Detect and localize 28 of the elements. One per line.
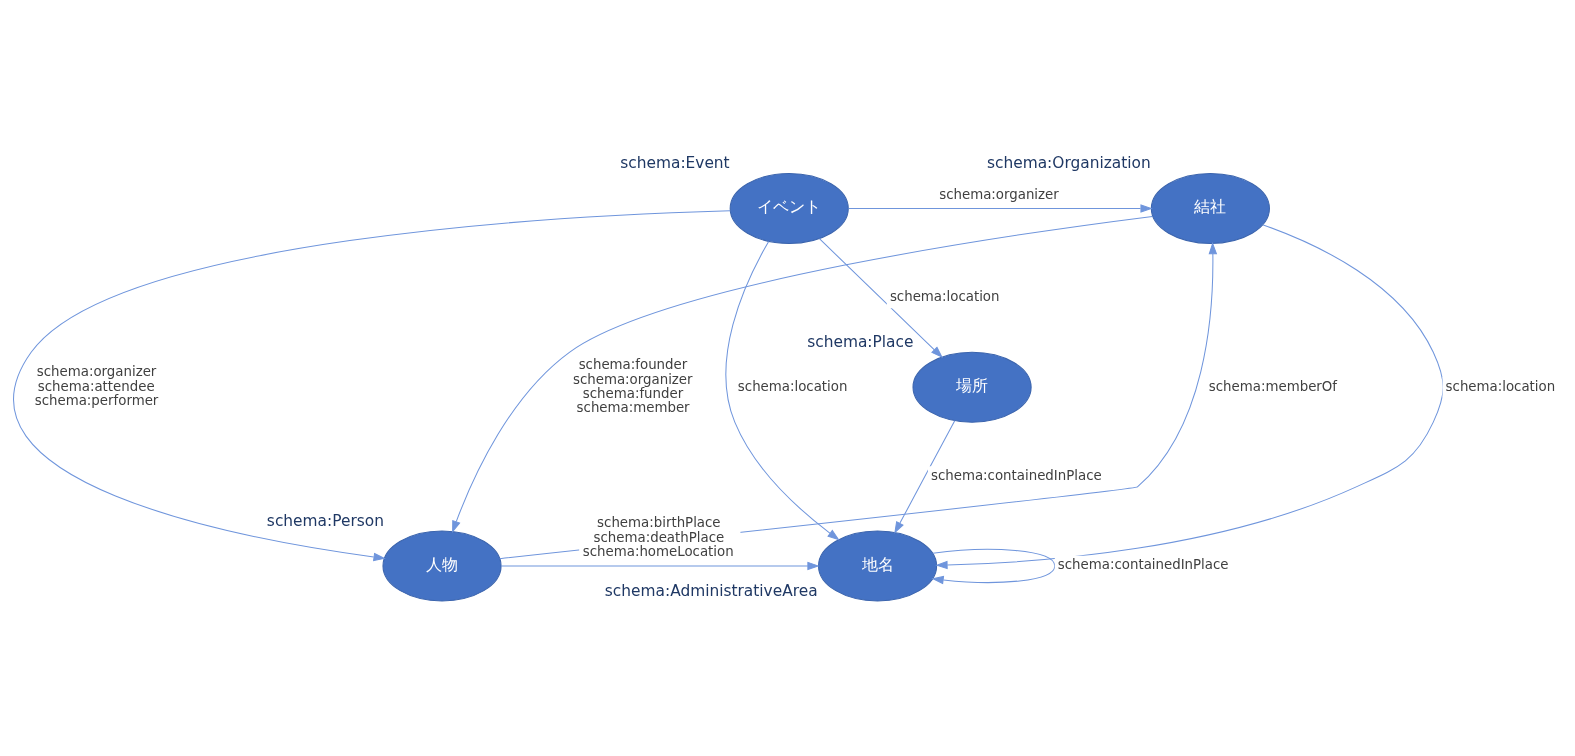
- edge-label: schema:organizer: [939, 186, 1059, 202]
- edge-label: schema:containedInPlace: [1057, 556, 1229, 572]
- node-ellipse: 人物: [382, 530, 502, 601]
- node-label: schema:Place: [807, 332, 914, 351]
- edge-label: schema:containedInPlace: [930, 467, 1102, 483]
- node-label: schema:Person: [266, 511, 384, 530]
- edge-label: schema:location: [1445, 378, 1556, 394]
- edge-label: schema:founder schema:organizer schema:funder schema:member: [573, 356, 693, 415]
- node-ellipse: 結社: [1150, 172, 1270, 244]
- arrow: [452, 215, 1153, 533]
- arrow: [848, 203, 1153, 213]
- edge-label: schema:location: [889, 288, 1000, 304]
- node-label: schema:Event: [620, 153, 730, 172]
- node-label: schema:Organization: [986, 153, 1151, 172]
- arrow: [725, 240, 840, 540]
- node-ellipse: 場所: [912, 351, 1032, 423]
- arrow: [935, 223, 1444, 569]
- edge-label: schema:birthPlace schema:deathPlace schema:homeLocation: [582, 514, 734, 559]
- edge-label: schema:organizer schema:attendee schema:performer: [34, 363, 159, 408]
- node-label: schema:AdministrativeArea: [604, 581, 818, 600]
- arrow: [14, 209, 731, 561]
- arrow: [931, 548, 1056, 584]
- arrow: [500, 561, 820, 570]
- arrow: [818, 237, 943, 358]
- arrow: [894, 419, 956, 534]
- edge-label: schema:location: [737, 378, 848, 394]
- node-ellipse: イベント: [729, 172, 849, 244]
- edge-label: schema:memberOf: [1208, 378, 1338, 394]
